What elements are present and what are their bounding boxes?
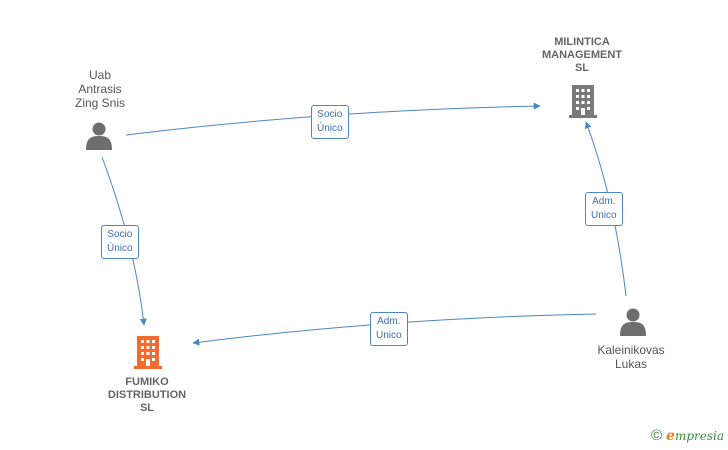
- edge-label-kaleinikovas-to-milintica: Adm. Unico: [585, 192, 623, 226]
- edge-label-line: Único: [317, 123, 343, 134]
- empresia-logo: © empresia: [651, 427, 724, 444]
- node-label-line: Antrasis: [78, 82, 122, 96]
- node-label-line: MILINTICA: [554, 36, 610, 48]
- edge-label-uab-to-fumiko: Socio Único: [101, 225, 139, 259]
- node-label-line: Kaleinikovas: [597, 343, 665, 357]
- node-label-line: SL: [139, 402, 155, 414]
- node-label-line: Zing Snis: [74, 96, 126, 110]
- node-label-line: Uab: [88, 68, 111, 82]
- node-label-line: MANAGEMENT: [541, 49, 623, 61]
- node-label-line: FUMIKO: [125, 376, 169, 388]
- node-label-uab[interactable]: Uab Antrasis Zing Snis: [54, 68, 146, 110]
- building-icon: [569, 85, 597, 118]
- node-label-line: DISTRIBUTION: [107, 389, 187, 401]
- node-label-kaleinikovas[interactable]: Kaleinikovas Lukas: [578, 343, 684, 371]
- edge-label-line: Adm.: [592, 196, 616, 207]
- brand-wordmark: empresia: [666, 428, 724, 444]
- edge-label-uab-to-milintica: Socio Único: [311, 105, 349, 139]
- edge-label-kaleinikovas-to-fumiko: Adm. Unico: [370, 312, 408, 346]
- node-label-line: SL: [574, 62, 590, 74]
- edge-label-line: Socio: [317, 109, 343, 120]
- edge-label-line: Socio: [107, 229, 133, 240]
- edge-label-line: Unico: [376, 330, 402, 341]
- brand-e: e: [666, 427, 675, 444]
- person-icon: [620, 308, 646, 336]
- edge-label-line: Único: [107, 243, 133, 254]
- copyright-icon: ©: [650, 427, 663, 444]
- edge-label-line: Adm.: [377, 316, 401, 327]
- building-icon: [134, 336, 162, 369]
- person-icon: [86, 122, 112, 150]
- edge-label-line: Unico: [591, 210, 617, 221]
- brand-word: mpresia: [674, 428, 724, 443]
- node-label-fumiko[interactable]: FUMIKO DISTRIBUTION SL: [88, 376, 206, 415]
- node-label-milintica[interactable]: MILINTICA MANAGEMENT SL: [523, 36, 641, 75]
- node-label-line: Lukas: [614, 357, 648, 371]
